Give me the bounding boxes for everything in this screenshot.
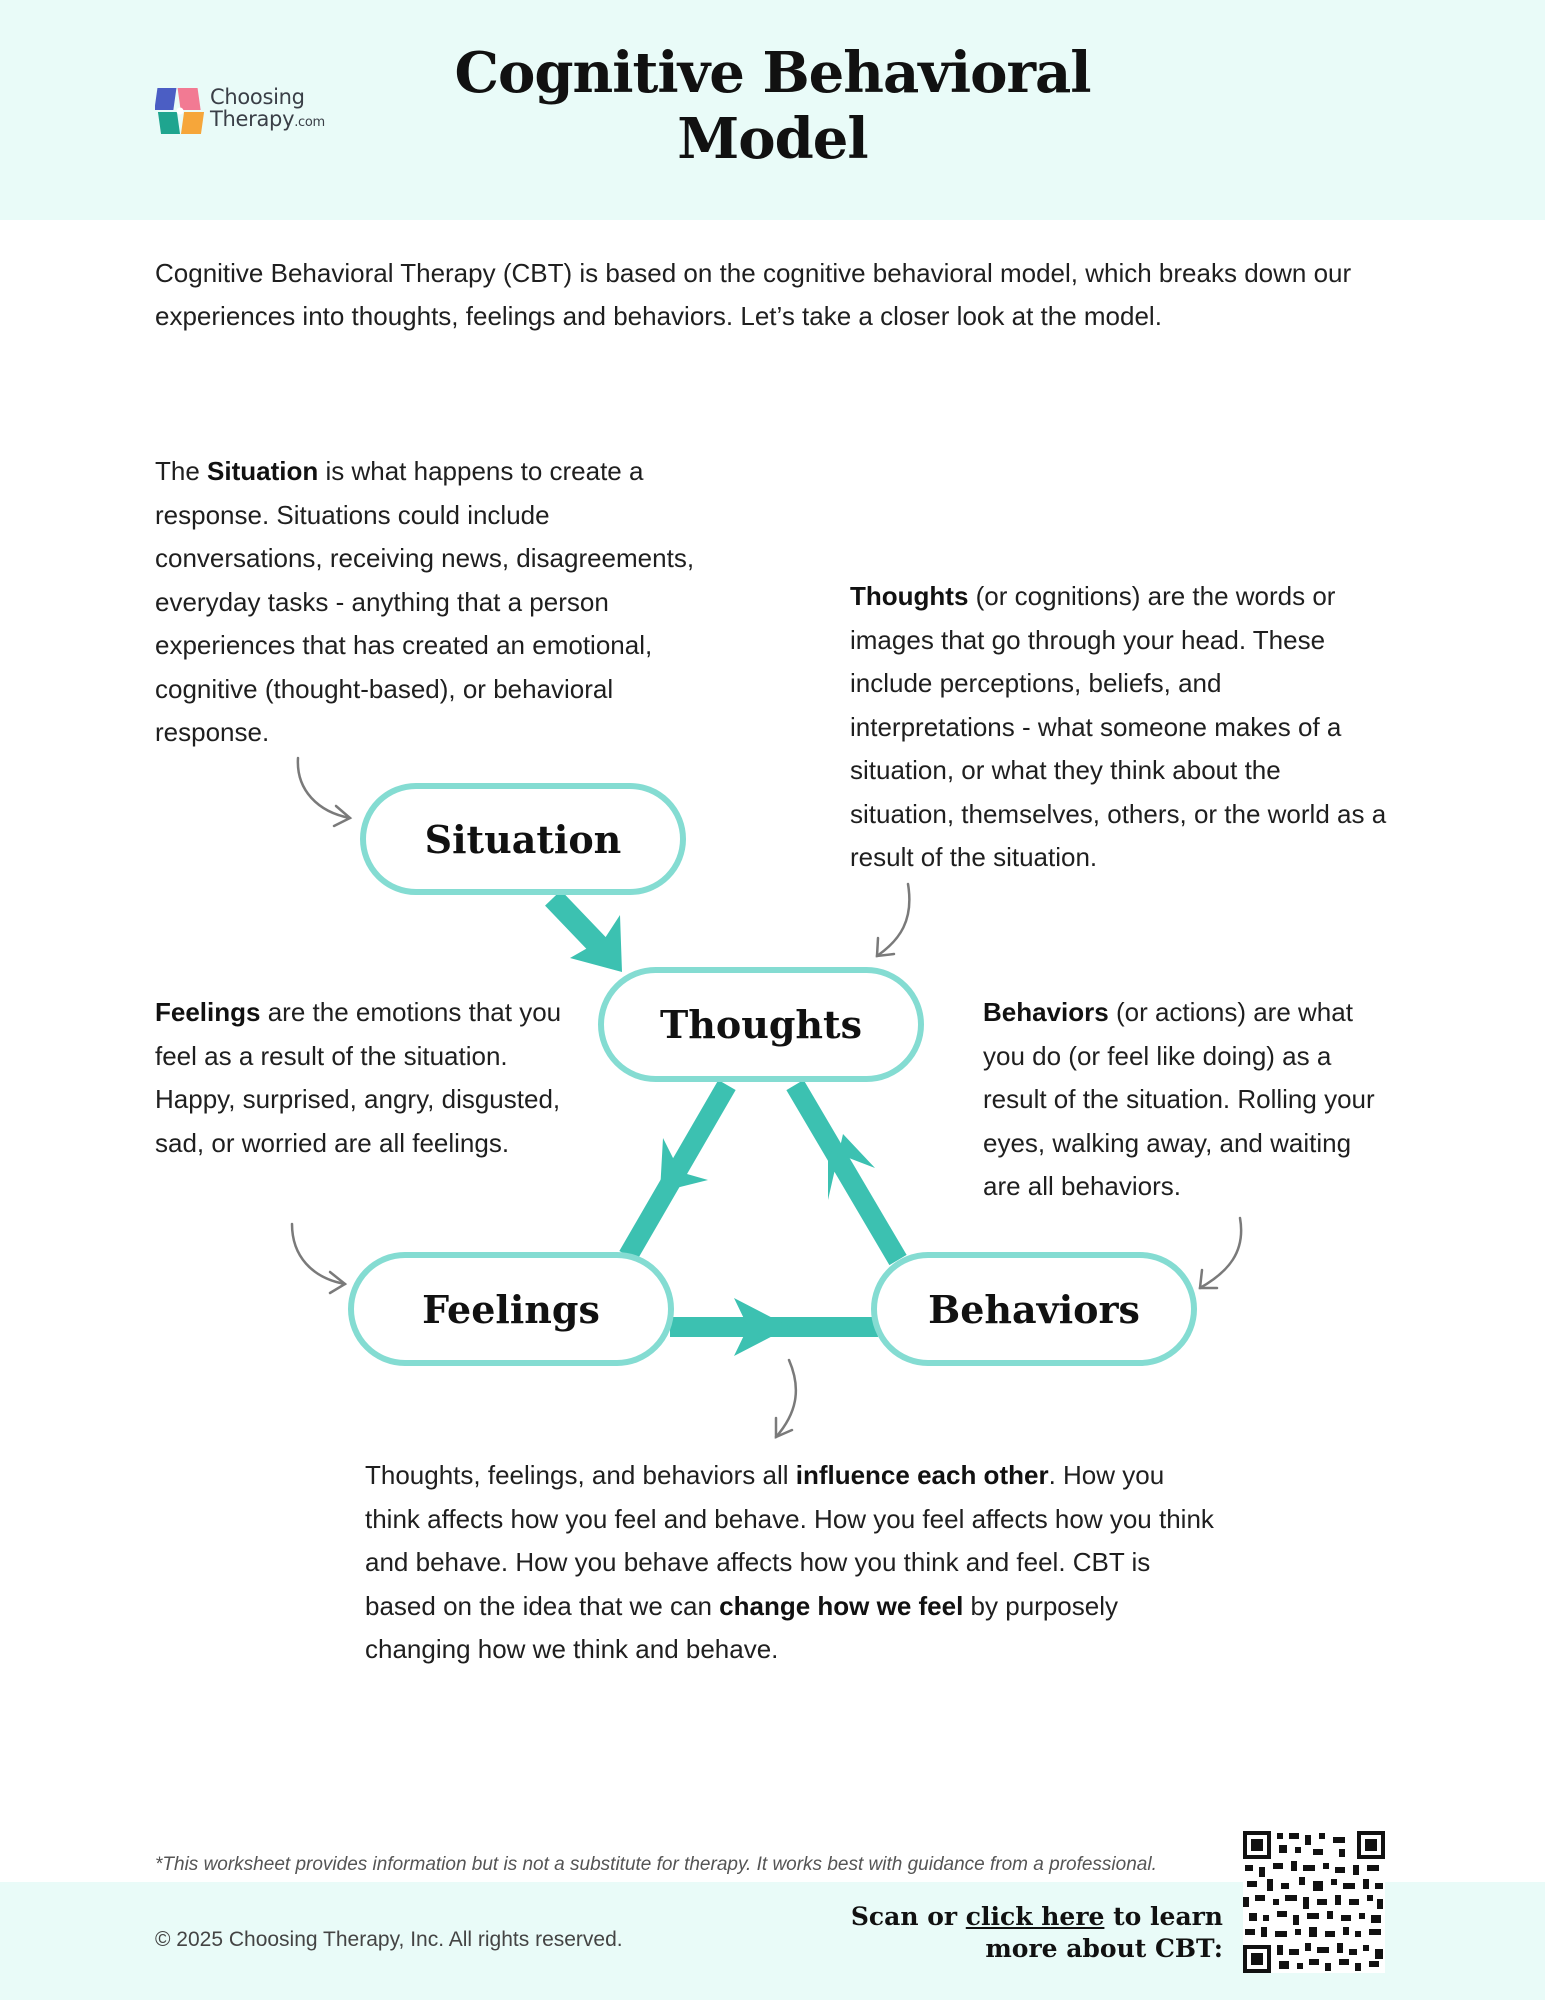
logo-line-2: Therapy xyxy=(210,107,295,131)
header-band xyxy=(0,0,1545,220)
intro-paragraph: Cognitive Behavioral Therapy (CBT) is ba… xyxy=(155,258,1352,331)
logo-line-1: Choosing xyxy=(210,85,305,109)
qr-code-icon[interactable] xyxy=(1243,1831,1385,1973)
influence-part-3: by purposely changing how we think and b… xyxy=(365,1590,1118,1665)
logo-suffix: .com xyxy=(294,115,325,130)
arrow-head-feelings-to-behaviors xyxy=(734,1298,790,1356)
pointer-behaviors-head xyxy=(1198,1268,1219,1290)
behaviors-text: (or actions) are what you do (or feel li… xyxy=(983,997,1375,1201)
scan-post: to learn more about CBT: xyxy=(985,1902,1223,1963)
pointer-situation-head xyxy=(332,804,353,828)
feelings-text: are the emotions that you feel as a resu… xyxy=(155,997,562,1158)
choosing-therapy-logo[interactable]: Choosing Therapy.com xyxy=(155,84,355,140)
node-thoughts: Thoughts xyxy=(598,967,924,1082)
pointer-feelings xyxy=(290,1222,347,1286)
situation-pre: The xyxy=(155,456,208,486)
behaviors-description: Behaviors (or actions) are what you do (… xyxy=(983,991,1383,1209)
thoughts-term: Thoughts xyxy=(850,581,969,611)
copyright-text: © 2025 Choosing Therapy, Inc. All rights… xyxy=(155,1928,623,1951)
pointer-influence xyxy=(774,1358,798,1439)
arrow-head-situation-to-thoughts xyxy=(570,915,622,972)
situation-description: The Situation is what happens to create … xyxy=(155,450,695,755)
behaviors-term: Behaviors xyxy=(983,997,1109,1027)
arrow-head-behaviors-to-thoughts xyxy=(828,1134,875,1200)
influence-part-1: Thoughts, feelings, and behaviors all xyxy=(365,1460,796,1490)
influence-bold-1: influence each other xyxy=(795,1460,1049,1490)
logo-mark-icon xyxy=(155,88,205,134)
feelings-term: Feelings xyxy=(155,997,261,1027)
click-here-link[interactable]: click here xyxy=(965,1902,1105,1931)
pointer-thoughts xyxy=(875,882,911,958)
influence-part-2: . How you think affects how you feel and… xyxy=(365,1460,1214,1621)
influence-bold-2: change how we feel xyxy=(719,1590,964,1621)
disclaimer-text: *This worksheet provides information but… xyxy=(155,1854,1157,1875)
node-feelings: Feelings xyxy=(348,1252,674,1366)
node-situation: Situation xyxy=(360,783,686,895)
situation-text: is what happens to create a response. Si… xyxy=(155,456,695,747)
thoughts-description: Thoughts (or cognitions) are the words o… xyxy=(850,575,1390,880)
logo-wordmark: Choosing Therapy.com xyxy=(210,86,325,134)
arrow-head-thoughts-to-feelings xyxy=(660,1138,708,1192)
feelings-description: Feelings are the emotions that you feel … xyxy=(155,991,585,1165)
influence-description: Thoughts, feelings, and behaviors all in… xyxy=(365,1454,1215,1672)
thoughts-text: (or cognitions) are the words or images … xyxy=(850,581,1387,872)
pointer-behaviors xyxy=(1198,1216,1243,1290)
page-title: Cognitive Behavioral Model xyxy=(454,40,1091,172)
node-behaviors: Behaviors xyxy=(871,1252,1197,1366)
arrow-thoughts-to-feelings xyxy=(619,1079,736,1262)
pointer-feelings-head xyxy=(328,1270,348,1295)
pointer-thoughts-head xyxy=(875,936,896,958)
pointer-influence-head xyxy=(774,1416,794,1439)
scan-pre: Scan or xyxy=(850,1902,966,1931)
pointer-situation xyxy=(296,756,352,820)
scan-prompt: Scan or click here to learn more about C… xyxy=(803,1901,1223,1965)
arrow-behaviors-to-thoughts xyxy=(786,1079,907,1266)
arrow-situation-to-thoughts xyxy=(545,890,606,953)
situation-term: Situation xyxy=(207,456,319,486)
